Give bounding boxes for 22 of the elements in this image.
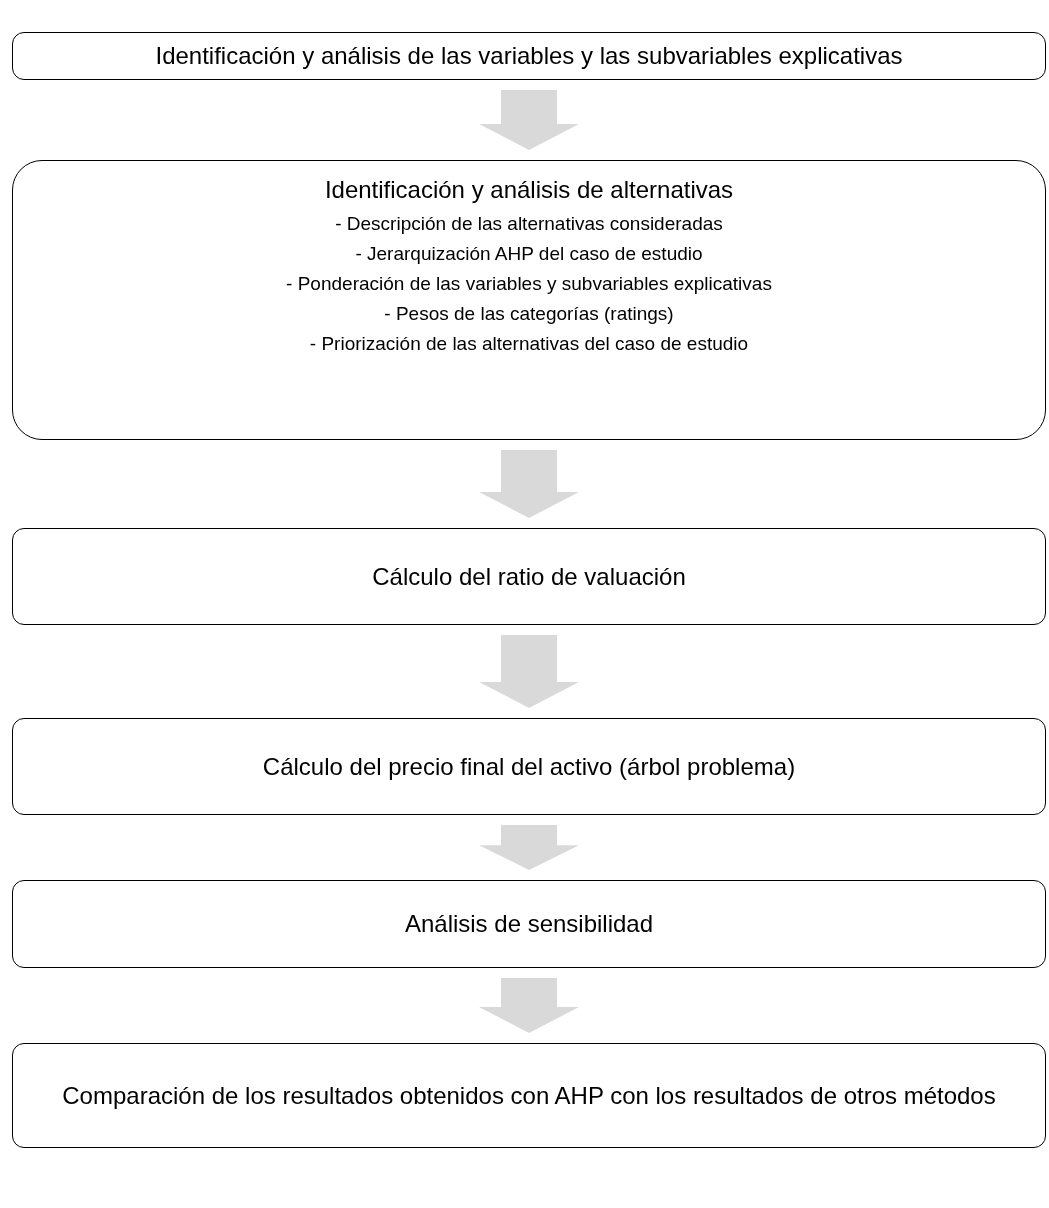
block-arrow: [479, 450, 579, 518]
process-box: [12, 718, 1046, 815]
step-title: Cálculo del ratio de valuación: [372, 561, 686, 592]
step-title: Cálculo del precio final del activo (árbol problema): [262, 751, 796, 782]
step-title: Identificación y análisis de las variables y las subvariables explicativas: [155, 41, 903, 71]
step-title: Análisis de sensibilidad: [404, 909, 654, 939]
process-box: [12, 528, 1046, 625]
step-detail: - Descripción de las alternativas consideradas: [335, 212, 723, 236]
process-box: [12, 160, 1046, 440]
block-arrow: [479, 90, 579, 150]
step-detail: - Jerarquización AHP del caso de estudio: [355, 242, 703, 266]
step-detail: - Priorización de las alternativas del caso de estudio: [309, 332, 749, 356]
process-box: [12, 880, 1046, 968]
step-title: Comparación de los resultados obtenidos con AHP con los resultados de otros métodos: [62, 1080, 996, 1111]
step-detail: - Pesos de las categorías (ratings): [384, 302, 674, 326]
step-title: Identificación y análisis de alternativas: [324, 175, 734, 205]
block-arrow: [479, 978, 579, 1033]
block-arrow: [479, 635, 579, 708]
block-arrow: [479, 825, 579, 870]
process-box: [12, 1043, 1046, 1148]
step-detail: - Ponderación de las variables y subvariables explicativas: [286, 272, 772, 296]
process-box: [12, 32, 1046, 80]
